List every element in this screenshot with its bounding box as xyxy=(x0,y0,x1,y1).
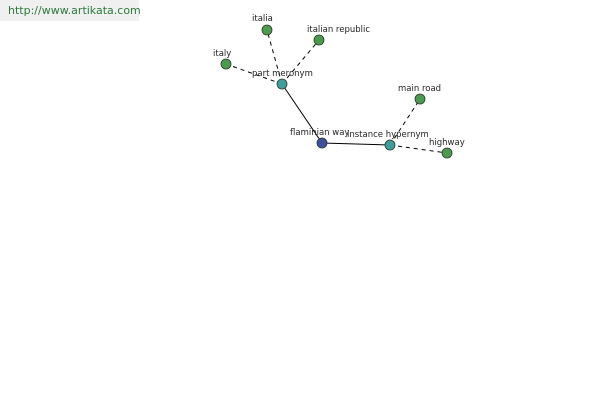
edge-rel-part-to-t-italia xyxy=(266,29,283,85)
edge-rel-part-to-t-italian-republic xyxy=(281,39,320,85)
edge-root-to-rel-instance xyxy=(321,142,391,146)
root-node[interactable] xyxy=(316,137,328,149)
label-layer: flaminian way part meronym instance hypern… xyxy=(213,14,465,148)
t-highway-label: highway xyxy=(429,138,465,148)
t-italy-label: italy xyxy=(213,49,231,59)
t-main-road-label: main road xyxy=(398,84,441,94)
edge-rel-instance-to-t-highway xyxy=(389,144,448,154)
edge-layer xyxy=(225,29,448,154)
rel-instance-label: instance hypernym xyxy=(347,130,429,140)
edge-rel-part-to-t-italy xyxy=(225,63,283,85)
node-layer xyxy=(220,24,453,159)
t-main-road-node[interactable] xyxy=(414,93,426,105)
t-italia-node[interactable] xyxy=(261,24,273,36)
rel-instance-node[interactable] xyxy=(384,139,396,151)
t-italy-node[interactable] xyxy=(220,58,232,70)
t-italia-label: italia xyxy=(252,14,273,24)
source-url-banner: http://www.artikata.com xyxy=(0,0,141,21)
rel-part-label: part meronym xyxy=(252,69,313,79)
rel-part-node[interactable] xyxy=(276,78,288,90)
root-label: flaminian way xyxy=(290,128,349,138)
t-italian-republic-node[interactable] xyxy=(313,34,325,46)
edge-root-to-rel-part xyxy=(281,83,323,144)
edge-rel-instance-to-t-main-road xyxy=(389,98,421,146)
t-italian-republic-label: italian republic xyxy=(307,25,370,35)
source-url-link[interactable]: http://www.artikata.com xyxy=(8,4,141,17)
t-highway-node[interactable] xyxy=(441,147,453,159)
